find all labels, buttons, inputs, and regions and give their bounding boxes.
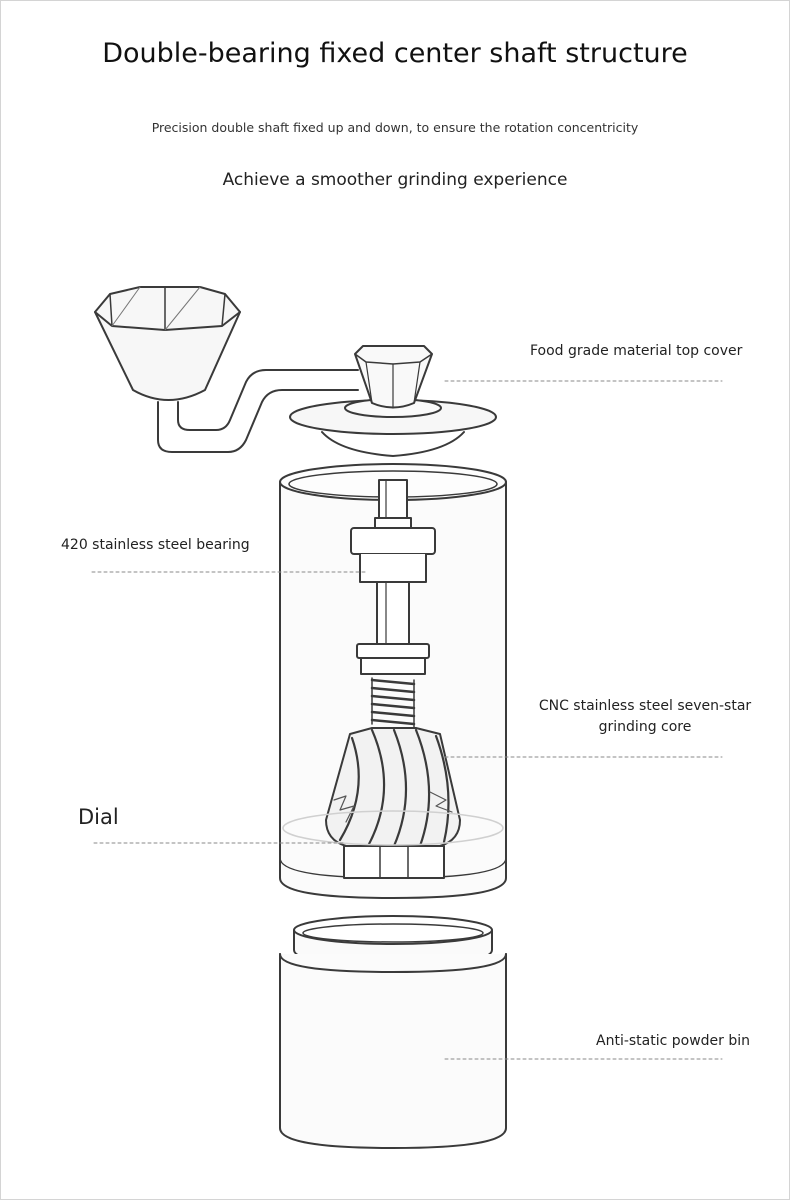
label-grinding-core-line2: grinding core: [598, 719, 692, 735]
label-grinding-core-line1: CNC stainless steel seven-star: [538, 698, 752, 714]
dial-ring: [282, 810, 504, 846]
label-bearing: 420 stainless steel bearing: [61, 537, 250, 553]
label-dial: Dial: [78, 805, 119, 829]
spring: [370, 677, 416, 729]
label-powder-bin: Anti-static powder bin: [596, 1033, 751, 1049]
leader-lines: [91, 380, 723, 1060]
handle-knob: [94, 286, 241, 401]
top-cover: [289, 345, 497, 457]
page-title: Double-bearing fixed center shaft struct…: [102, 38, 688, 69]
center-shaft: [350, 479, 436, 645]
crank-arm: [157, 369, 359, 453]
page-tagline: Achieve a smoother grinding experience: [222, 170, 568, 190]
powder-bin: [279, 915, 507, 1149]
page-subtitle: Precision double shaft fixed up and down…: [151, 120, 639, 135]
lower-bearing: [356, 643, 430, 675]
grinding-core: [325, 727, 461, 879]
label-top-cover: Food grade material top cover: [530, 343, 743, 359]
